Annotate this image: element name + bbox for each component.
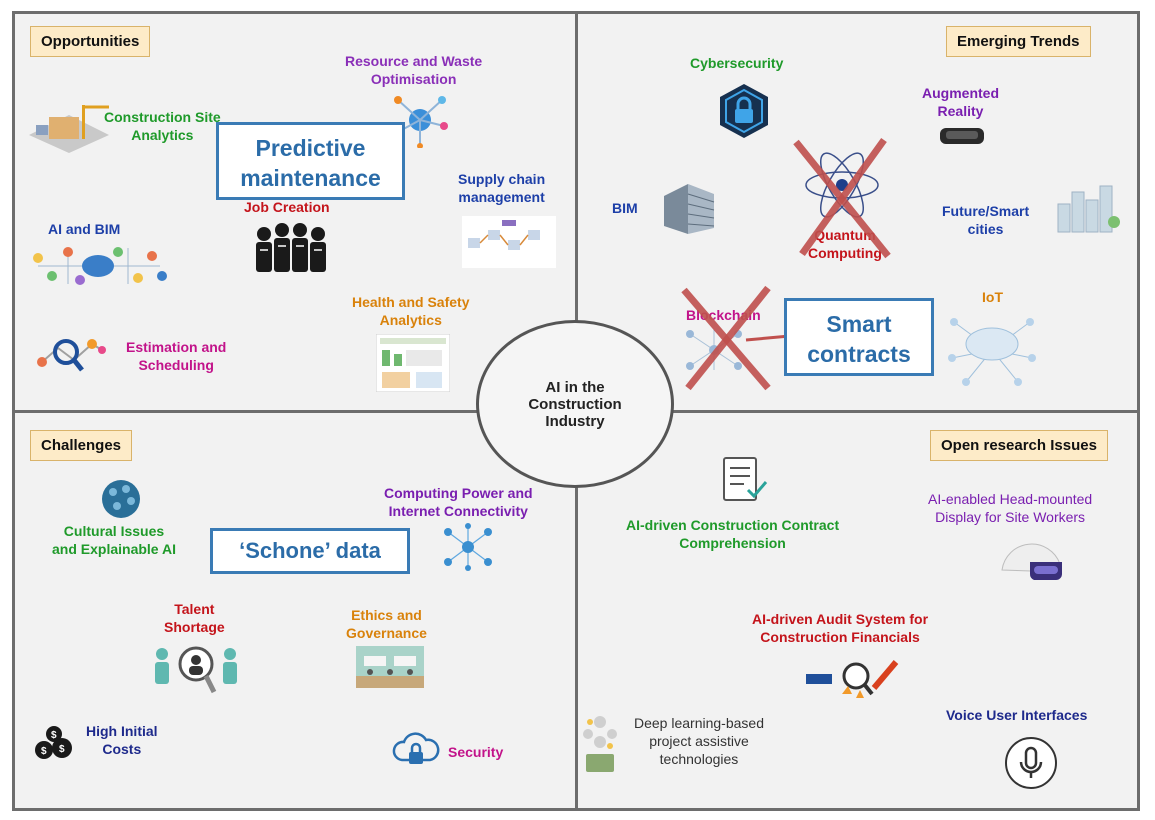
ar-headset-icon bbox=[938, 124, 986, 148]
svg-text:$: $ bbox=[51, 730, 57, 741]
ai-bim-label: AI and BIM bbox=[48, 221, 121, 237]
audit-magnifier-icon bbox=[802, 654, 902, 702]
supply-chain-icon bbox=[462, 216, 556, 268]
talent-search-icon bbox=[150, 642, 242, 698]
smart-city-icon bbox=[1054, 182, 1120, 236]
building-icon bbox=[658, 176, 722, 238]
governance-scene-icon bbox=[356, 646, 424, 688]
money-coins-icon: $$$ bbox=[34, 724, 74, 760]
voice-user-interfaces-label: Voice User Interfaces bbox=[946, 707, 1088, 723]
deep-learning-icon bbox=[580, 712, 620, 774]
workers-icon bbox=[250, 220, 334, 280]
security-label: Security bbox=[448, 744, 504, 760]
quantum-cross-icon bbox=[790, 136, 894, 262]
smart-helmet-icon bbox=[996, 530, 1066, 586]
brain-icon bbox=[100, 478, 142, 520]
cloud-lock-icon bbox=[392, 730, 440, 770]
global-network-icon bbox=[442, 522, 494, 572]
analytics-magnifier-icon bbox=[36, 334, 108, 374]
iot-network-icon bbox=[946, 312, 1038, 388]
open-research-title: Open research Issues bbox=[930, 430, 1108, 461]
emerging-trends-title: Emerging Trends bbox=[946, 26, 1091, 57]
lock-shield-icon bbox=[716, 82, 772, 140]
microphone-icon bbox=[1004, 736, 1058, 790]
cybersecurity-label: Cybersecurity bbox=[690, 55, 784, 71]
challenges-title: Challenges bbox=[30, 430, 133, 461]
opportunities-title: Opportunities bbox=[30, 26, 151, 57]
job-creation-label: Job Creation bbox=[244, 199, 330, 215]
ai-bim-icon bbox=[28, 242, 170, 290]
dashboard-icon bbox=[376, 334, 450, 392]
bim-label: BIM bbox=[612, 200, 638, 216]
schone-data-callout: ‘Schone’ data bbox=[210, 528, 410, 574]
contract-document-icon bbox=[720, 454, 768, 504]
construction-site-icon bbox=[24, 95, 114, 155]
svg-text:$: $ bbox=[59, 744, 65, 755]
svg-text:$: $ bbox=[41, 746, 47, 757]
center-topic: AI in the Construction Industry bbox=[476, 320, 674, 488]
iot-label: IoT bbox=[982, 289, 1003, 305]
